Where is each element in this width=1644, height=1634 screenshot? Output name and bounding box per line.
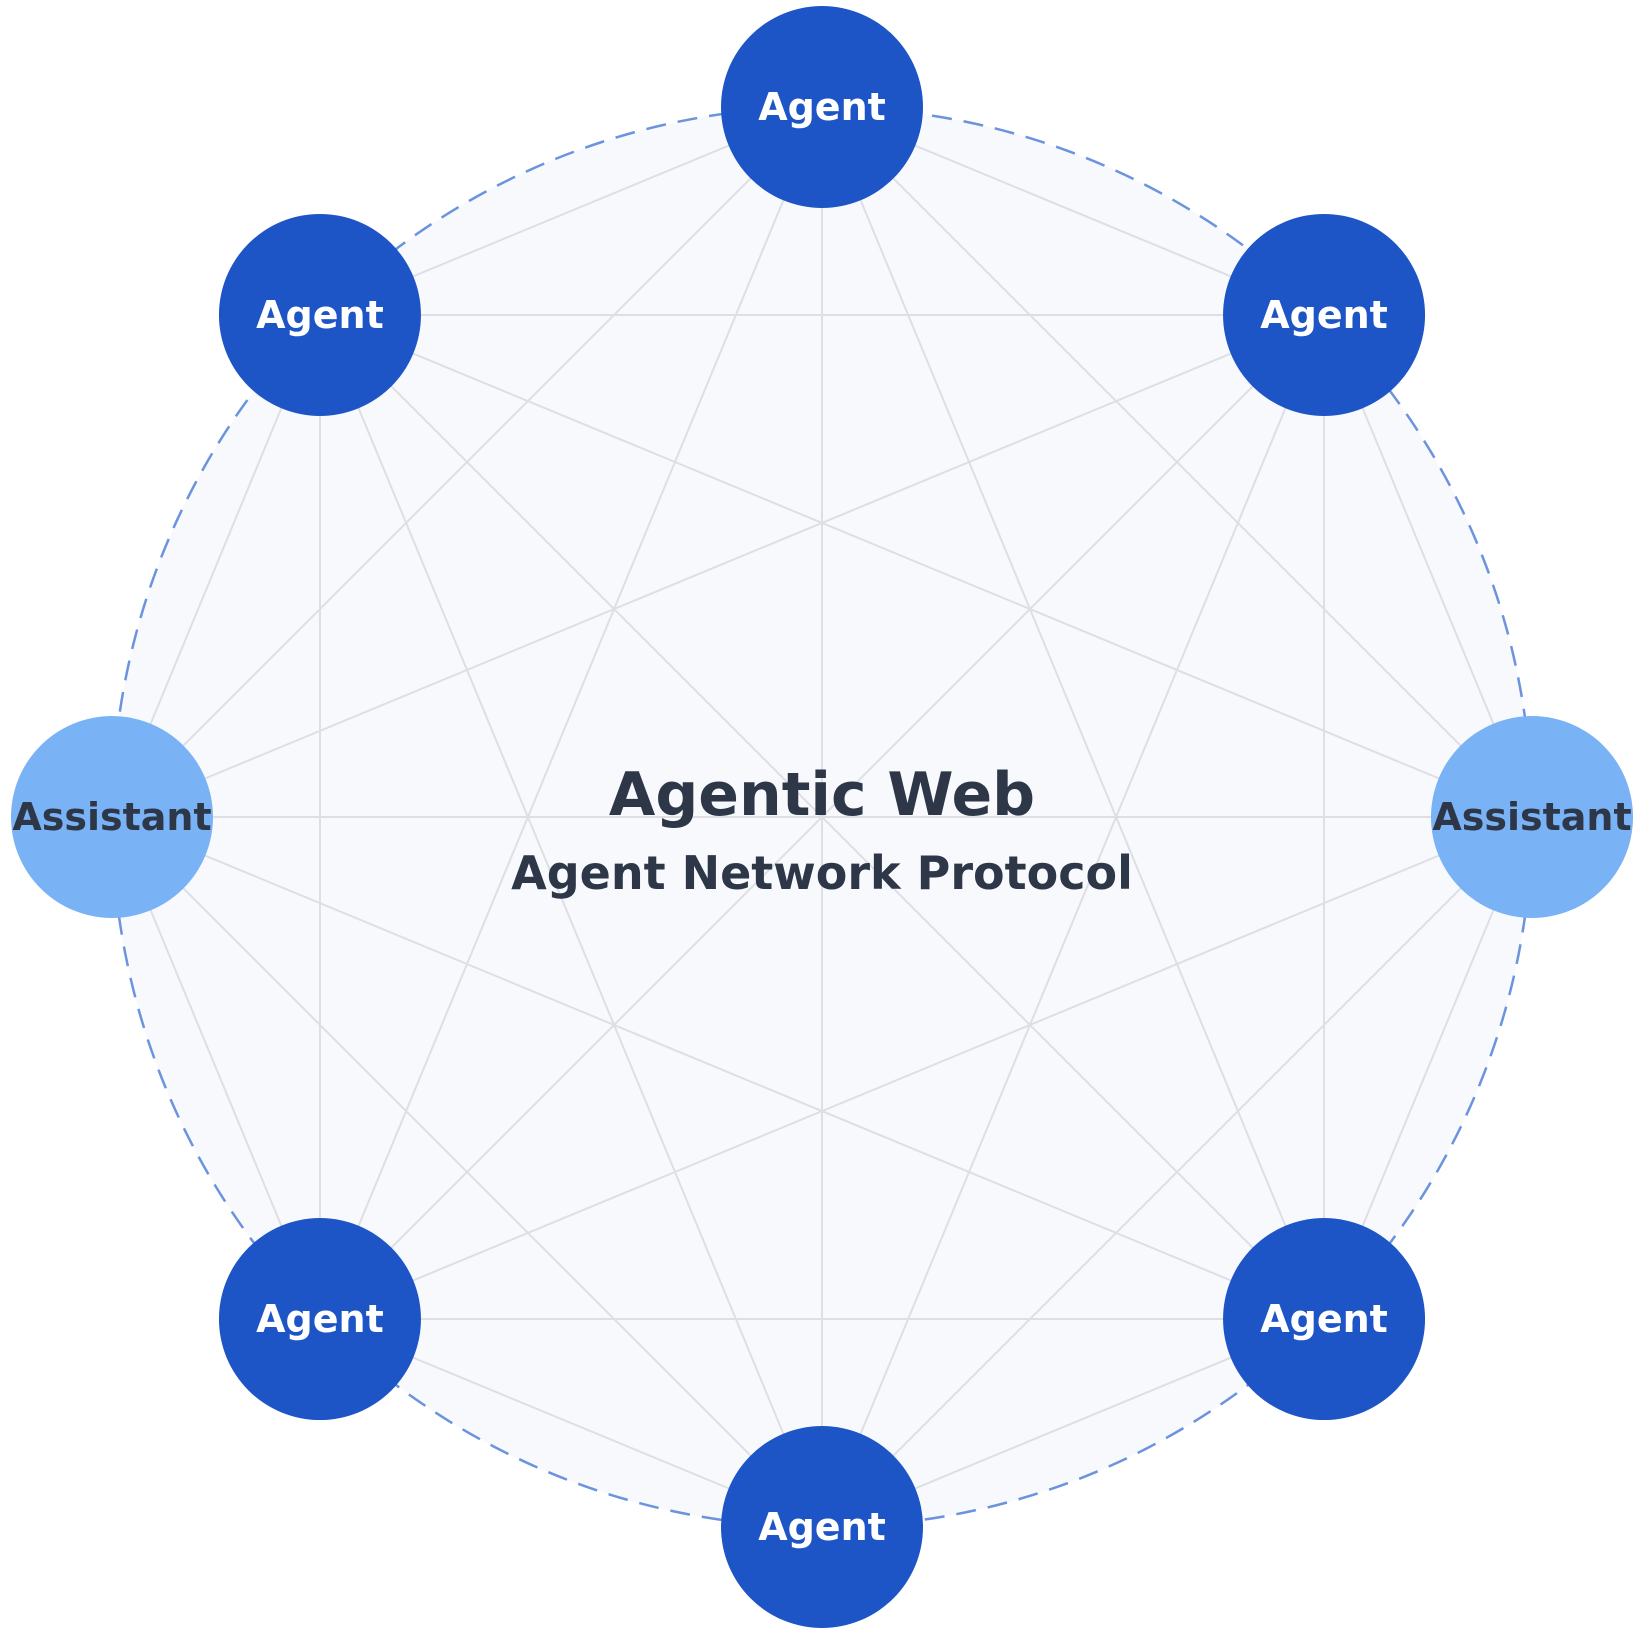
node-right[interactable]: Assistant — [1431, 716, 1633, 918]
edge-bottom-left — [111, 816, 823, 1528]
edge-right-top-left — [319, 314, 1533, 818]
node-left-circle — [11, 716, 213, 918]
node-left[interactable]: Assistant — [11, 716, 213, 918]
edge-top-bottom-right — [821, 106, 1325, 1320]
edge-top-bottom-left — [319, 106, 823, 1320]
node-bottom-left[interactable]: Agent — [218, 1218, 421, 1421]
node-top-right-circle — [1223, 213, 1426, 416]
node-right-circle — [1431, 716, 1633, 918]
node-bottom[interactable]: Agent — [721, 1426, 923, 1628]
edge-top-right-left — [111, 314, 1325, 818]
edge-right-bottom-left — [319, 816, 1533, 1320]
node-top-left-circle — [218, 213, 421, 416]
edge-bottom-right-top-left — [319, 314, 1325, 1320]
edge-top-right-bottom — [821, 314, 1325, 1528]
node-top-label: Agent — [758, 85, 886, 129]
edge-bottom-right-left — [111, 816, 1325, 1320]
node-top-circle — [721, 6, 923, 208]
node-bottom-right-label: Agent — [1260, 1297, 1388, 1341]
node-bottom-right[interactable]: Agent — [1223, 1218, 1426, 1421]
node-top-right[interactable]: Agent — [1223, 213, 1426, 416]
node-bottom-circle — [721, 1426, 923, 1628]
node-bottom-right-circle — [1223, 1218, 1426, 1421]
node-left-label: Assistant — [12, 795, 211, 839]
node-top[interactable]: Agent — [721, 6, 923, 208]
diagram-subtitle: Agent Network Protocol — [511, 846, 1133, 900]
edge-bottom-top-left — [319, 314, 823, 1528]
node-right-label: Assistant — [1432, 795, 1631, 839]
network-nodes: AgentAgentAssistantAgentAgentAgentAssist… — [11, 6, 1633, 1628]
node-bottom-label: Agent — [758, 1505, 886, 1549]
diagram-title: Agentic Web — [609, 760, 1035, 830]
node-bottom-left-label: Agent — [256, 1297, 384, 1341]
node-bottom-left-circle — [218, 1218, 421, 1421]
node-top-left[interactable]: Agent — [218, 213, 421, 416]
node-top-left-label: Agent — [256, 293, 384, 337]
center-label-group: Agentic Web Agent Network Protocol — [511, 760, 1133, 900]
node-top-right-label: Agent — [1260, 293, 1388, 337]
